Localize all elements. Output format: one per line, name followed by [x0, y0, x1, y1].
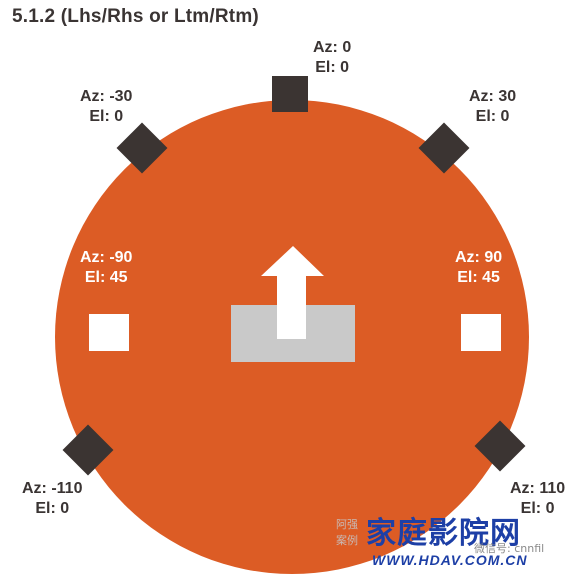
label-surround-right-az: Az: 110 — [510, 480, 566, 497]
label-right: Az: 30 El: 0 — [469, 87, 516, 127]
label-left-el: El: 0 — [89, 108, 124, 125]
label-top-left: Az: -90 El: 45 — [80, 248, 132, 288]
forward-arrow — [261, 246, 324, 339]
label-top-right-az: Az: 90 — [455, 249, 503, 266]
watermark-wechat: 微信号: cnnfil — [474, 542, 545, 555]
label-surround-left: Az: -110 El: 0 — [22, 479, 82, 519]
label-surround-right-el: El: 0 — [520, 500, 555, 517]
watermark-url: WWW.HDAV.COM.CN — [372, 552, 528, 568]
label-right-el: El: 0 — [475, 108, 510, 125]
speaker-top-right — [461, 314, 501, 351]
label-center-el: El: 0 — [315, 59, 350, 76]
label-top-right: Az: 90 El: 45 — [455, 248, 502, 288]
label-left: Az: -30 El: 0 — [80, 87, 132, 127]
speaker-center — [272, 76, 308, 112]
label-center-az: Az: 0 — [313, 39, 352, 56]
label-top-left-el: El: 45 — [84, 269, 128, 286]
label-left-az: Az: -30 — [80, 88, 133, 105]
watermark-site-name: 家庭影院网 — [366, 516, 521, 551]
label-surround-left-az: Az: -110 — [22, 480, 83, 497]
label-surround-left-el: El: 0 — [35, 500, 70, 517]
layout-title: 5.1.2 (Lhs/Rhs or Ltm/Rtm) — [12, 6, 259, 27]
label-top-right-el: El: 45 — [457, 269, 500, 286]
watermark-small-line-1: 阿强 — [336, 518, 358, 531]
speaker-left — [116, 122, 168, 174]
label-center: Az: 0 El: 0 — [313, 38, 351, 78]
label-right-az: Az: 30 — [469, 88, 517, 105]
watermark-small-line-2: 案例 — [336, 534, 358, 547]
label-top-left-az: Az: -90 — [80, 249, 133, 266]
label-surround-right: Az: 110 El: 0 — [510, 479, 565, 519]
speaker-top-left — [89, 314, 129, 351]
